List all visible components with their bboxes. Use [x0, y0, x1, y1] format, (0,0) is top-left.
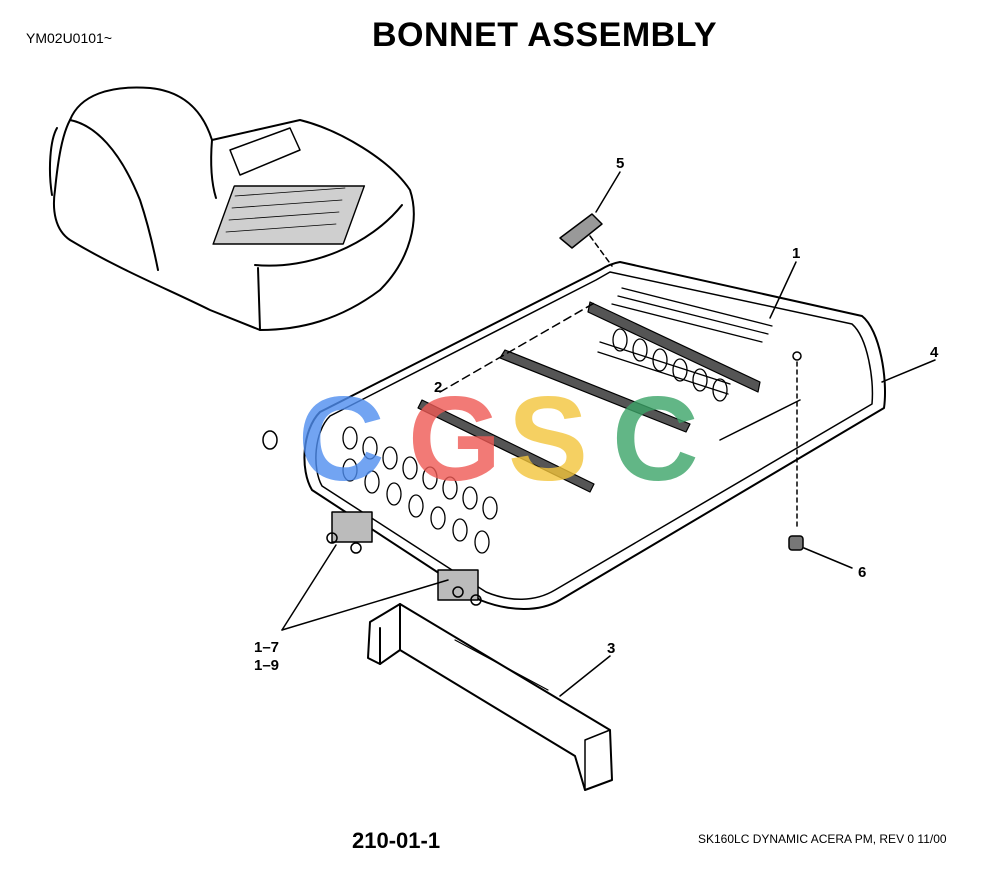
cgsc-watermark: C G S C [298, 372, 699, 506]
callout-1: 1 [792, 245, 800, 262]
bolt-part-6 [788, 351, 804, 551]
machine-overview-illustration [48, 86, 415, 331]
leader-lines [281, 171, 936, 697]
model-revision: SK160LC DYNAMIC ACERA PM, REV 0 11/00 [698, 832, 947, 846]
callout-1-9: 1–9 [254, 657, 279, 674]
hinge-right [437, 569, 482, 606]
page-title: BONNET ASSEMBLY [372, 16, 718, 54]
callout-1-7: 1–7 [254, 639, 279, 656]
grommet-ring [262, 430, 278, 450]
callout-2: 2 [434, 379, 442, 396]
callout-4: 4 [930, 344, 939, 361]
vent-ovals [342, 328, 728, 554]
hinge-left [326, 511, 373, 554]
page-number: 210-01-1 [352, 828, 441, 853]
bonnet-panel [303, 261, 887, 610]
callout-5: 5 [616, 155, 624, 172]
callout-6: 6 [858, 564, 866, 581]
watermark-letter-s: S [508, 372, 588, 506]
watermark-letter-c2: C [612, 372, 699, 506]
document-code: YM02U0101~ [26, 30, 113, 46]
watermark-letter-c1: C [298, 372, 385, 506]
latch-part-5 [559, 213, 613, 267]
callout-3: 3 [607, 640, 615, 657]
cover-part-3 [367, 603, 613, 791]
watermark-letter-g: G [408, 372, 501, 506]
